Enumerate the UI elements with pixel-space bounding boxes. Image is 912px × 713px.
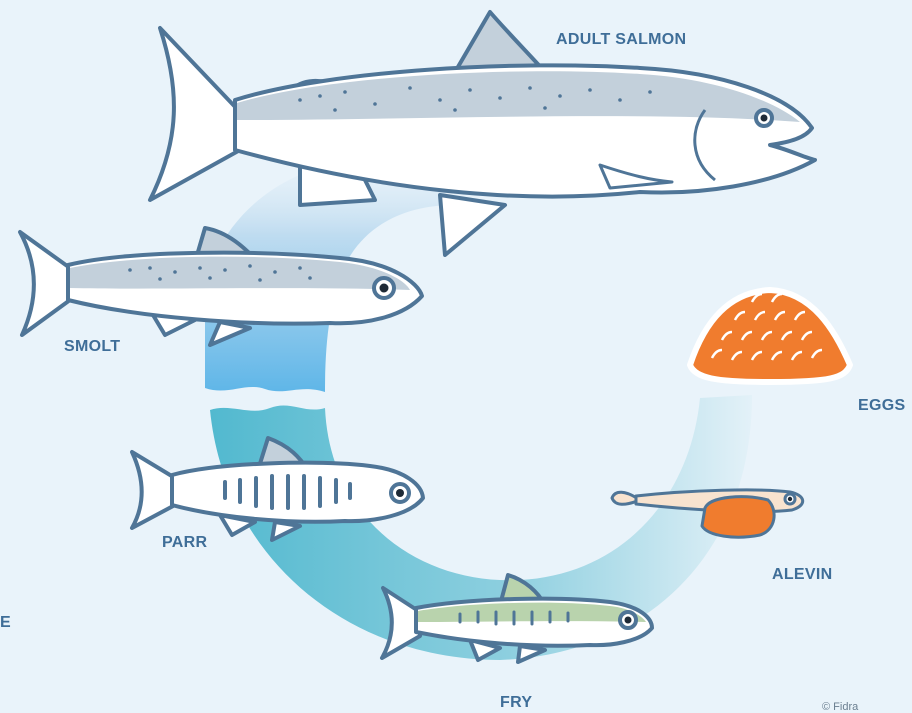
label-smolt: SMOLT bbox=[64, 338, 120, 356]
label-edge-fragment: E bbox=[0, 614, 11, 632]
label-fry: FRY bbox=[500, 694, 532, 712]
alevin-yolk-sac bbox=[702, 497, 774, 537]
parr-body bbox=[172, 463, 423, 522]
label-adult-salmon: ADULT SALMON bbox=[556, 31, 686, 49]
label-eggs: EGGS bbox=[858, 397, 905, 415]
label-alevin: ALEVIN bbox=[772, 566, 832, 584]
label-parr: PARR bbox=[162, 534, 207, 552]
copyright-notice: © Fidra bbox=[822, 701, 858, 713]
